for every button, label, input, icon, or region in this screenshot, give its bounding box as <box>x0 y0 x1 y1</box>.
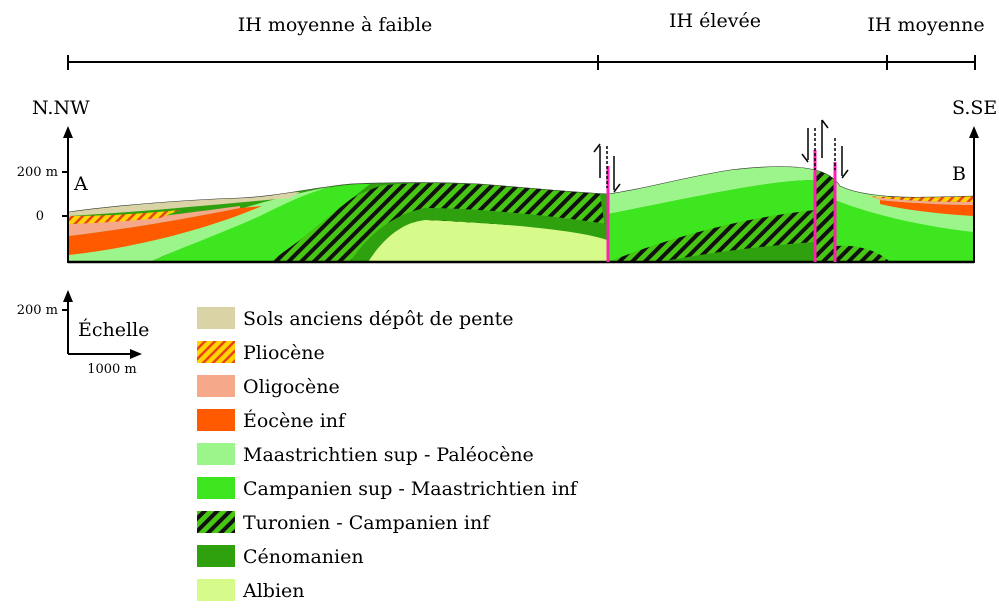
right-axis <box>969 126 979 263</box>
legend-label: Pliocène <box>243 342 325 364</box>
legend-label: Albien <box>242 580 305 602</box>
legend-swatch <box>197 477 235 499</box>
zone-label-1: IH moyenne à faible <box>238 14 433 36</box>
layer-oligocene-right <box>872 197 973 205</box>
scale-vertical-label: 200 m <box>17 303 58 318</box>
legend-swatch <box>197 443 235 465</box>
fault-2-arrows-icon <box>801 119 849 179</box>
legend-label: Turonien - Campanien inf <box>243 512 491 534</box>
legend: Sols anciens dépôt de pentePliocèneOligo… <box>197 307 579 602</box>
layer-turonien-far <box>835 245 890 262</box>
legend-item: Maastrichtien sup - Paléocène <box>197 443 534 466</box>
left-axis <box>62 126 73 263</box>
layer-oligocene-left <box>69 206 240 236</box>
legend-swatch <box>197 511 235 533</box>
direction-left: N.NW <box>32 97 90 119</box>
legend-swatch <box>197 341 235 363</box>
legend-item: Turonien - Campanien inf <box>197 511 491 534</box>
legend-item: Pliocène <box>197 341 325 364</box>
scale-bar <box>62 290 142 359</box>
legend-swatch <box>197 307 235 329</box>
direction-right: S.SE <box>952 97 997 119</box>
layer-pliocene-right <box>865 196 973 202</box>
layer-eocene-right <box>880 200 973 216</box>
legend-swatch <box>197 545 235 567</box>
layer-cenomanien-band <box>350 208 607 262</box>
axis-tick-200: 200 m <box>17 165 58 180</box>
legend-item: Oligocène <box>197 375 340 398</box>
legend-item: Sols anciens dépôt de pente <box>197 307 514 330</box>
layer-turonien-sliver <box>815 170 835 262</box>
layer-pliocene-left <box>69 210 180 224</box>
legend-label: Maastrichtien sup - Paléocène <box>243 444 534 466</box>
legend-swatch <box>197 579 235 601</box>
layer-albien <box>368 220 607 262</box>
faults <box>593 119 849 262</box>
axis-tick-0: 0 <box>36 209 44 224</box>
zone-label-2: IH élevée <box>669 10 761 32</box>
layer-eocene-left <box>69 206 262 255</box>
legend-label: Éocène inf <box>243 409 347 432</box>
legend-label: Cénomanien <box>243 546 364 568</box>
legend-swatch <box>197 409 235 431</box>
legend-item: Cénomanien <box>197 545 364 568</box>
point-a: A <box>73 173 88 195</box>
scale-title: Échelle <box>78 318 149 341</box>
legend-label: Sols anciens dépôt de pente <box>243 308 514 330</box>
legend-item: Campanien sup - Maastrichtien inf <box>197 477 579 500</box>
legend-label: Oligocène <box>243 376 340 398</box>
fault-1-arrows-icon <box>593 143 621 193</box>
legend-item: Albien <box>197 579 305 602</box>
layer-campanien-right <box>608 180 815 262</box>
scale-horizontal-label: 1000 m <box>87 362 137 377</box>
layer-turonien-right <box>608 210 815 262</box>
zone-bar: IH moyenne à faible IH élevée IH moyenne <box>67 10 985 70</box>
legend-swatch <box>197 375 235 397</box>
layer-maastrichtien-right <box>608 166 815 214</box>
layer-campanien-left <box>150 184 370 262</box>
legend-label: Campanien sup - Maastrichtien inf <box>243 478 579 500</box>
zone-label-3: IH moyenne <box>867 14 984 36</box>
point-b: B <box>952 163 966 185</box>
legend-item: Éocène inf <box>197 409 347 432</box>
